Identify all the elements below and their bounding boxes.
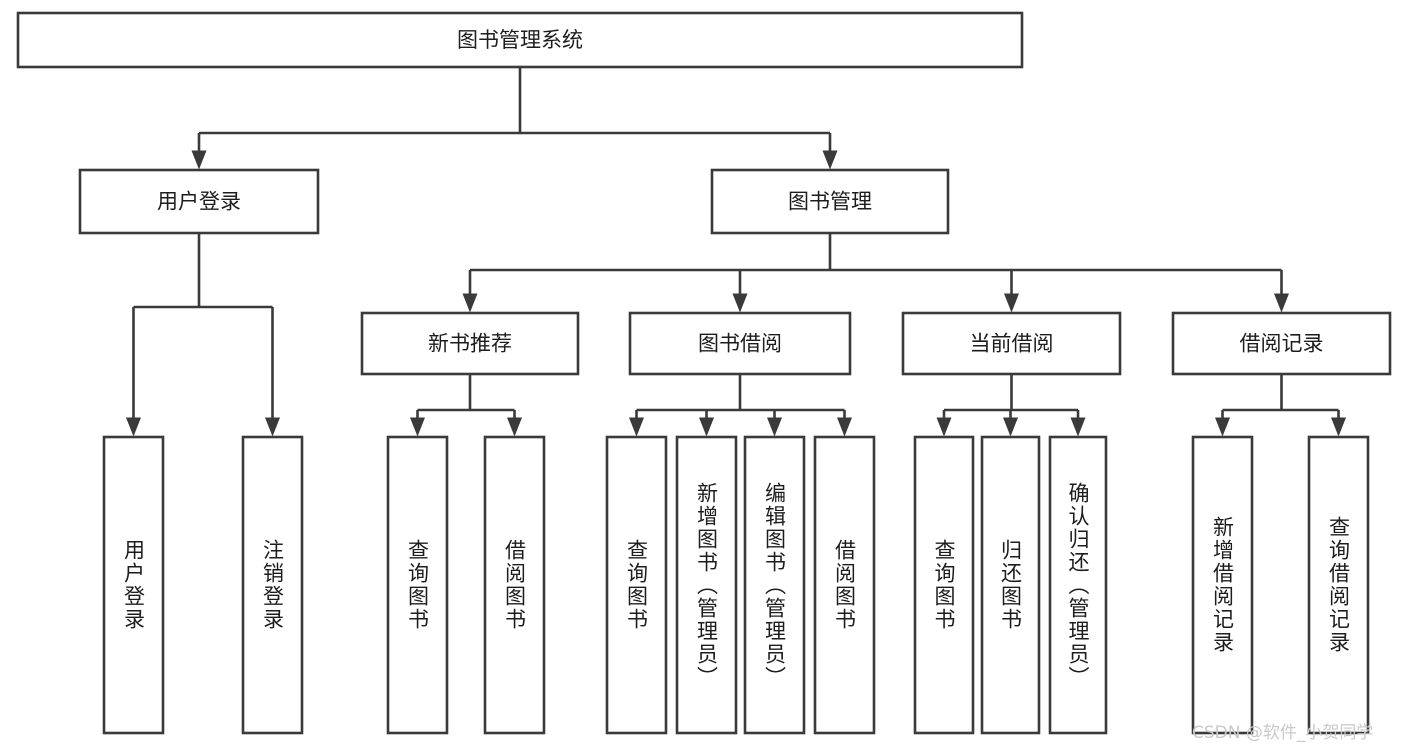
connector-lines (126, 67, 1346, 437)
level2-node-box-1[interactable] (710, 168, 950, 235)
level3-node-label-2: 当前借阅 (970, 332, 1054, 356)
arrow-head-icon (1070, 417, 1086, 437)
level3-node-box-0[interactable] (360, 311, 580, 376)
level3-node-box-2[interactable] (901, 311, 1122, 376)
leaf-node-box-10[interactable] (1048, 435, 1108, 735)
arrow-head-icon (837, 417, 852, 437)
leaf-node-box-5[interactable] (675, 435, 738, 735)
root-node-label: 图书管理系统 (457, 28, 583, 52)
leaf-node-box-0[interactable] (102, 435, 165, 735)
arrow-head-icon (1331, 417, 1346, 437)
leaf-node-box-6[interactable] (743, 435, 806, 735)
arrow-head-icon (699, 417, 714, 437)
level2-node-label-0: 用户登录 (157, 190, 241, 214)
leaf-node-box-7[interactable] (813, 435, 876, 735)
root-node-box[interactable] (16, 11, 1024, 69)
node-boxes (16, 11, 1392, 735)
arrow-head-icon (1003, 417, 1018, 437)
watermark-text: CSDN @软件_小贺同学 (1192, 723, 1374, 743)
arrow-head-icon (822, 150, 838, 170)
level3-node-box-1[interactable] (628, 311, 852, 376)
leaf-node-box-9[interactable] (980, 435, 1041, 735)
arrow-head-icon (732, 293, 748, 313)
arrow-head-icon (410, 417, 425, 437)
arrow-head-icon (126, 417, 141, 437)
level2-node-box-0[interactable] (78, 168, 320, 235)
leaf-node-box-4[interactable] (605, 435, 668, 735)
arrow-head-icon (936, 417, 952, 437)
level3-node-label-0: 新书推荐 (428, 332, 512, 356)
leaf-node-box-2[interactable] (386, 435, 449, 735)
leaf-node-box-11[interactable] (1191, 435, 1254, 735)
arrow-head-icon (629, 417, 644, 437)
arrow-head-icon (1215, 417, 1230, 437)
level3-node-box-3[interactable] (1171, 311, 1392, 376)
arrow-head-icon (265, 417, 280, 437)
arrow-head-icon (1004, 293, 1019, 313)
level2-node-label-1: 图书管理 (788, 190, 872, 214)
arrow-head-icon (1274, 293, 1289, 313)
leaf-node-box-3[interactable] (483, 435, 546, 735)
leaf-node-box-12[interactable] (1307, 435, 1370, 735)
leaf-node-box-1[interactable] (241, 435, 304, 735)
level3-node-label-1: 图书借阅 (698, 332, 782, 356)
leaf-node-box-8[interactable] (913, 435, 975, 735)
arrow-head-icon (191, 150, 207, 170)
arrow-head-icon (507, 417, 522, 437)
arrow-head-icon (462, 293, 478, 313)
level3-node-label-3: 借阅记录 (1240, 332, 1324, 356)
arrow-head-icon (767, 417, 782, 437)
